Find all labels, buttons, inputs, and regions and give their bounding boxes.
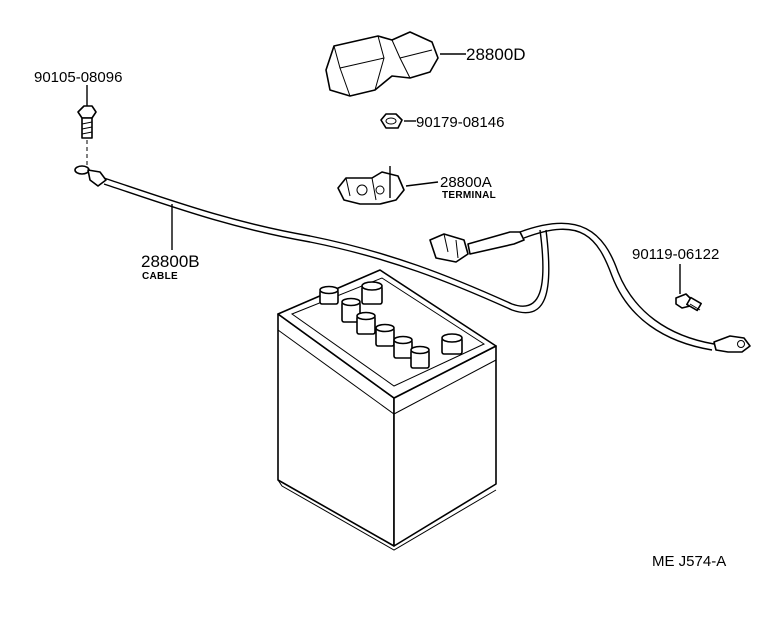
bolt-part-number: 90105-08096 — [34, 69, 122, 86]
clip-part — [675, 293, 702, 312]
terminal-part — [337, 166, 405, 205]
bolt-part — [77, 105, 97, 139]
diagram-reference-code: ME J574-A — [652, 553, 726, 570]
terminal-leader-line — [405, 181, 439, 187]
nut-part — [380, 113, 403, 129]
battery-caps — [319, 281, 463, 369]
cover-part-number: 28800D — [466, 45, 526, 64]
nut-part-number: 90179-08146 — [416, 114, 504, 131]
clip-part-number: 90119-06122 — [632, 246, 719, 263]
terminal-name-label: TERMINAL — [442, 190, 496, 201]
cable-name-label: CABLE — [142, 271, 178, 282]
terminal-cover-part — [325, 31, 439, 97]
battery-part — [277, 269, 497, 551]
cable-part — [74, 165, 751, 353]
cable-part-number: 28800B — [141, 252, 200, 271]
terminal-part-number: 28800A — [440, 174, 492, 191]
